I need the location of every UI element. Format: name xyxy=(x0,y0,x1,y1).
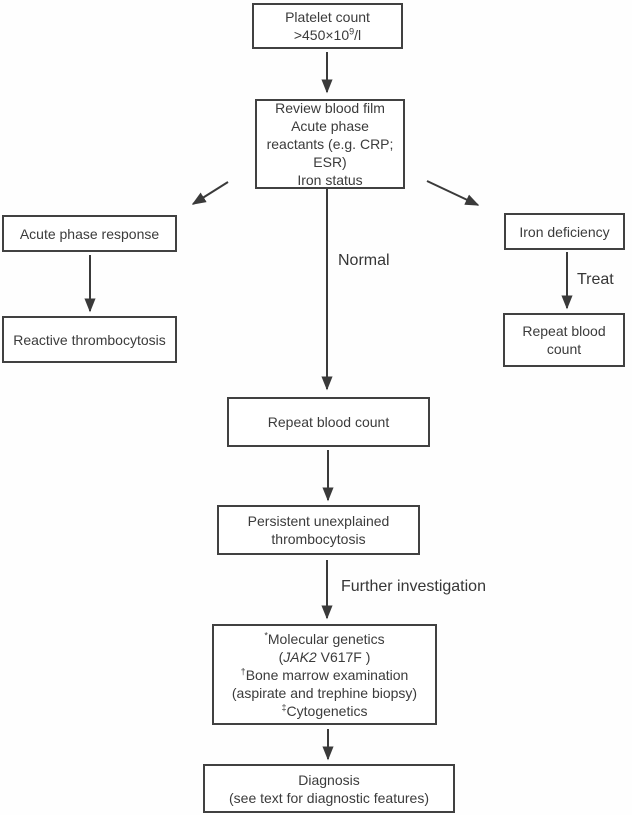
box-platelet-count: Platelet count >450×109/l xyxy=(252,3,403,49)
box-text-line: Repeat blood count xyxy=(522,323,606,357)
box-text-line: Platelet count xyxy=(285,9,370,25)
text: Molecular genetics xyxy=(267,630,385,647)
arrow-review-to-acute-phase xyxy=(191,181,229,205)
edge-label-normal: Normal xyxy=(338,252,390,269)
superscript-exponent: 9 xyxy=(349,26,355,37)
box-investigations: *Molecular genetics (JAK2 V617F ) †Bone … xyxy=(212,624,437,725)
footnote-marker: † xyxy=(240,665,246,676)
box-text-line: (JAK2 V617F ) xyxy=(214,648,435,666)
box-text-line: Iron deficiency xyxy=(519,223,610,240)
box-repeat-blood-count-middle: Repeat blood count xyxy=(227,397,430,447)
box-text-line: *Molecular genetics xyxy=(214,630,435,648)
box-text-line: ESR) xyxy=(313,154,347,170)
box-text-line: (aspirate and trephine biopsy) xyxy=(231,684,418,701)
box-reactive-thrombocytosis: Reactive thrombocytosis xyxy=(2,316,177,363)
text: >450×10 xyxy=(293,27,350,43)
text: Cytogenetics xyxy=(286,702,368,719)
box-text-line: Diagnosis xyxy=(298,771,360,788)
box-text-line: Review blood film xyxy=(275,100,385,116)
box-diagnosis: Diagnosis (see text for diagnostic featu… xyxy=(203,764,455,813)
text: /l xyxy=(354,27,362,43)
box-text-line: >450×109/l xyxy=(254,26,401,44)
box-text-line: Acute phase response xyxy=(19,225,160,242)
text: Bone marrow examination xyxy=(245,666,409,683)
box-text-line: Persistent unexplained xyxy=(247,513,390,529)
box-text-line: reactants (e.g. CRP; xyxy=(266,136,394,152)
edge-label-treat: Treat xyxy=(577,271,614,288)
box-text-line: †Bone marrow examination xyxy=(214,666,435,684)
text: ( xyxy=(278,648,284,665)
box-acute-phase-response: Acute phase response xyxy=(2,215,177,252)
box-review-blood-film: Review blood film Acute phase reactants … xyxy=(255,99,405,189)
box-text-line: Acute phase xyxy=(291,118,369,134)
box-text-line: (see text for diagnostic features) xyxy=(229,789,429,806)
edge-label-further-investigation: Further investigation xyxy=(341,578,486,595)
footnote-marker: ‡ xyxy=(281,701,287,712)
box-text-line: ‡Cytogenetics xyxy=(214,702,435,720)
text: V617F ) xyxy=(316,648,371,665)
box-text-line: Reactive thrombocytosis xyxy=(13,331,166,348)
box-iron-deficiency: Iron deficiency xyxy=(504,213,625,250)
box-text-line: Iron status xyxy=(297,172,363,188)
arrow-review-to-iron-deficiency xyxy=(426,180,480,206)
footnote-marker: * xyxy=(264,629,268,640)
gene-name-italic: JAK2 xyxy=(283,648,317,665)
box-repeat-blood-count-right: Repeat blood count xyxy=(503,313,625,367)
box-text-line: Repeat blood count xyxy=(267,414,390,430)
box-text-line: thrombocytosis xyxy=(271,531,366,547)
box-persistent-thrombocytosis: Persistent unexplained thrombocytosis xyxy=(217,505,420,555)
